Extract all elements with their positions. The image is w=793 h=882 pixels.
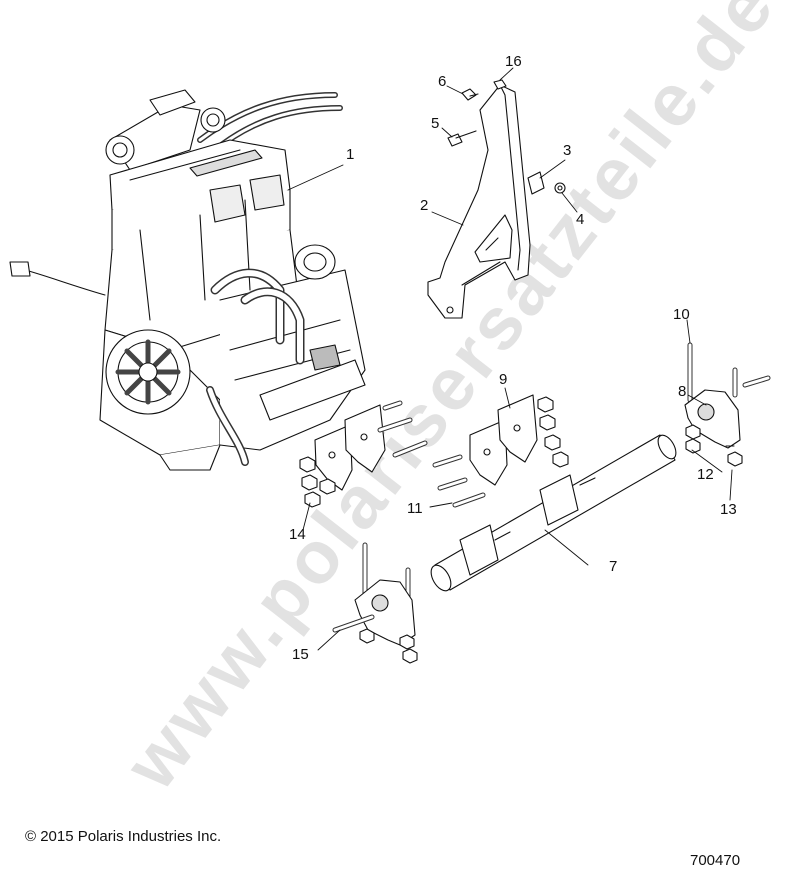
mount-left bbox=[332, 542, 418, 664]
callout-6: 6 bbox=[438, 73, 447, 90]
callout-4: 4 bbox=[576, 211, 585, 228]
fasteners-left bbox=[299, 400, 428, 508]
callout-12: 12 bbox=[697, 466, 714, 483]
callout-7: 7 bbox=[609, 558, 618, 575]
callout-2: 2 bbox=[420, 197, 429, 214]
callout-1: 1 bbox=[346, 146, 355, 163]
diagram-number: 700470 bbox=[690, 852, 741, 869]
leader-lines bbox=[287, 67, 733, 651]
callout-11: 11 bbox=[407, 500, 423, 517]
bracket-hardware bbox=[447, 79, 566, 195]
callout-9: 9 bbox=[499, 371, 508, 388]
fasteners-middle bbox=[432, 396, 569, 508]
engine-mount-bracket bbox=[427, 84, 531, 319]
mount-tube bbox=[430, 434, 677, 592]
engine-assembly bbox=[9, 89, 366, 471]
callout-16: 16 bbox=[505, 53, 522, 70]
callout-15: 15 bbox=[292, 646, 309, 663]
mount-plates bbox=[314, 394, 538, 491]
callout-14: 14 bbox=[289, 526, 306, 543]
callout-5: 5 bbox=[431, 115, 440, 132]
copyright-notice: © 2015 Polaris Industries Inc. bbox=[25, 828, 222, 845]
callout-3: 3 bbox=[563, 142, 572, 159]
callout-8: 8 bbox=[678, 383, 687, 400]
mount-right bbox=[684, 342, 771, 467]
callout-10: 10 bbox=[673, 306, 690, 323]
callout-13: 13 bbox=[720, 501, 737, 518]
